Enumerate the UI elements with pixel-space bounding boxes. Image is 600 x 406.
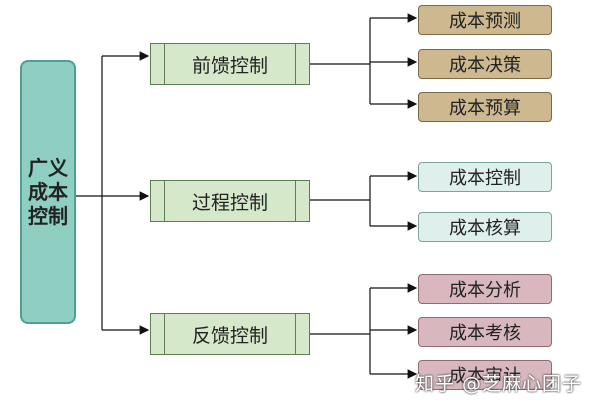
leaf-cost-forecast: 成本预测 (418, 5, 552, 35)
leaf-cost-assessment: 成本考核 (418, 317, 552, 347)
leaf-label: 成本预算 (449, 98, 521, 119)
leaf-cost-accounting: 成本核算 (418, 212, 552, 242)
node-process-control: 过程控制 (150, 180, 310, 222)
leaf-label: 成本控制 (449, 168, 521, 189)
leaf-label: 成本分析 (449, 280, 521, 301)
leaf-cost-budget: 成本预算 (418, 92, 552, 122)
root-node: 广义 成本 控制 (20, 60, 76, 324)
node-label: 前馈控制 (191, 54, 268, 77)
leaf-cost-control: 成本控制 (418, 162, 552, 192)
node-feedforward-control: 前馈控制 (150, 43, 310, 85)
watermark: 知乎 @芝麻心团子 (414, 373, 582, 395)
root-label-line1: 广义 (28, 156, 68, 180)
leaf-label: 成本核算 (449, 218, 521, 239)
leaf-cost-audit: 成本审计 (418, 360, 552, 390)
root-label-line2: 成本 (28, 180, 68, 204)
leaf-cost-analysis: 成本分析 (418, 274, 552, 304)
leaf-label: 成本决策 (449, 55, 521, 76)
leaf-cost-decision: 成本决策 (418, 49, 552, 79)
node-label: 过程控制 (191, 191, 268, 214)
root-label-line3: 控制 (28, 204, 68, 228)
leaf-label: 成本审计 (449, 366, 521, 387)
node-feedback-control: 反馈控制 (150, 313, 310, 355)
leaf-label: 成本考核 (449, 323, 521, 344)
node-label: 反馈控制 (191, 324, 268, 347)
leaf-label: 成本预测 (449, 11, 521, 32)
